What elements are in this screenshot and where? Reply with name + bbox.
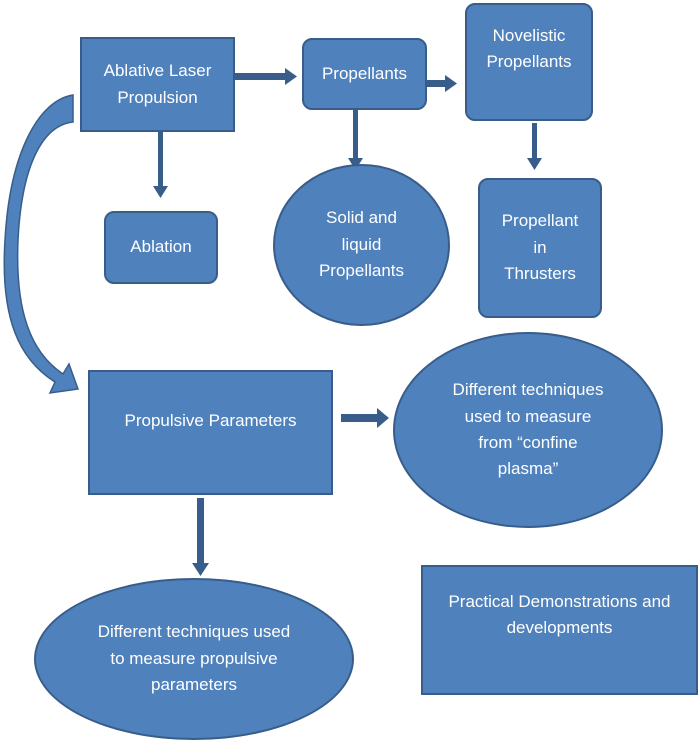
node-label: Ablation (130, 237, 192, 257)
node-solid-liquid-propellants: Solid and liquid Propellants (273, 164, 450, 326)
node-confine-plasma-techniques: Different techniques used to measure fro… (393, 332, 663, 528)
node-ablation: Ablation (104, 211, 218, 284)
node-propulsive-measure-techniques: Different techniques used to measure pro… (34, 578, 354, 740)
node-label: Ablative Laser Propulsion (103, 61, 212, 107)
node-label: Practical Demonstrations and development… (448, 592, 671, 638)
arrow-propulsive-to-measure-techniques (192, 498, 209, 576)
node-propulsive-parameters: Propulsive Parameters (88, 370, 333, 495)
arrow-alp-to-ablation (153, 132, 168, 198)
node-label: Propulsive Parameters (124, 411, 297, 430)
curved-arrow-alp-to-propulsive-parameters (3, 94, 80, 394)
node-propellant-in-thrusters: Propellant in Thrusters (478, 178, 602, 318)
node-practical-demonstrations: Practical Demonstrations and development… (421, 565, 698, 695)
node-novelistic-propellants: Novelistic Propellants (465, 3, 593, 121)
node-ablative-laser-propulsion: Ablative Laser Propulsion (80, 37, 235, 132)
node-label: Novelistic Propellants (486, 26, 572, 72)
arrow-propellants-to-novelistic (427, 75, 457, 92)
node-label: Propellant in Thrusters (501, 211, 579, 284)
node-label: Different techniques used to measure fro… (452, 380, 604, 479)
arrow-propellants-to-solid-liquid (348, 110, 363, 170)
node-label: Solid and liquid Propellants (318, 208, 405, 281)
arrow-alp-to-propellants (235, 68, 297, 85)
node-label: Different techniques used to measure pro… (97, 622, 291, 695)
node-label: Propellants (321, 63, 408, 83)
node-propellants: Propellants (302, 38, 427, 110)
arrow-propulsive-to-confine-plasma (341, 408, 389, 428)
arrow-novelistic-to-thrusters (527, 123, 542, 170)
